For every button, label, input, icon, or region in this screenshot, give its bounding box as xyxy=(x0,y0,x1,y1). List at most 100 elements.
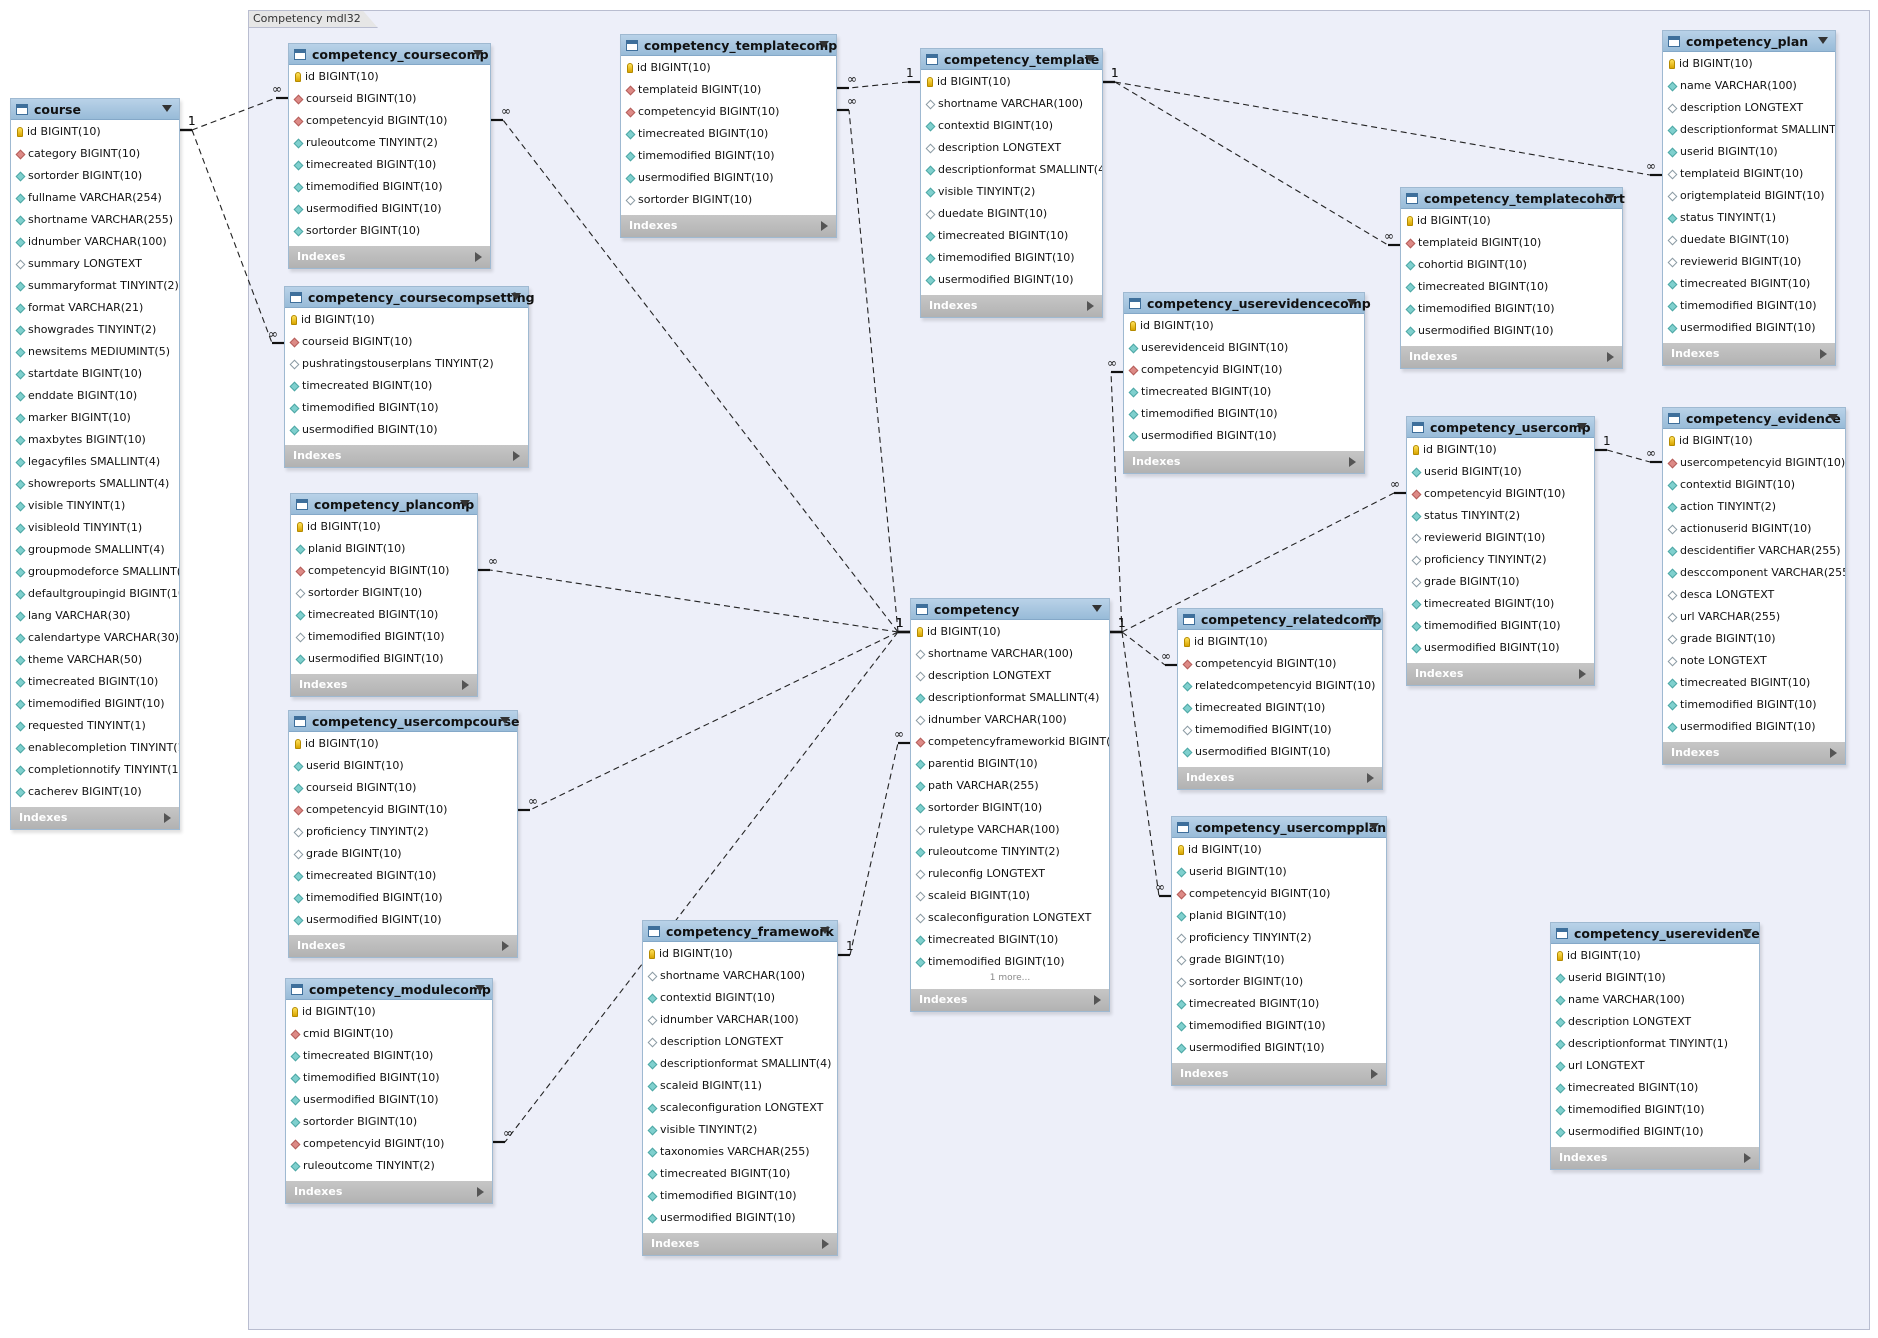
column-row[interactable]: usercompetencyid BIGINT(10) xyxy=(1663,452,1845,474)
column-row[interactable]: sortorder BIGINT(10) xyxy=(911,797,1109,819)
column-row[interactable]: courseid BIGINT(10) xyxy=(289,88,490,110)
collapse-toggle-icon[interactable] xyxy=(1085,55,1095,62)
relationship-competency-usercompcourse[interactable]: 1∞ xyxy=(518,616,910,812)
column-row[interactable]: scaleconfiguration LONGTEXT xyxy=(911,907,1109,929)
column-row[interactable]: showreports SMALLINT(4) xyxy=(11,473,179,495)
column-row[interactable]: timecreated BIGINT(10) xyxy=(1178,697,1382,719)
column-row[interactable]: timecreated BIGINT(10) xyxy=(289,865,517,887)
indexes-section[interactable]: Indexes xyxy=(921,295,1102,317)
column-row[interactable]: id BIGINT(10) xyxy=(11,121,179,143)
column-row[interactable]: id BIGINT(10) xyxy=(289,66,490,88)
collapse-toggle-icon[interactable] xyxy=(1742,929,1752,936)
column-row[interactable]: parentid BIGINT(10) xyxy=(911,753,1109,775)
column-row[interactable]: timecreated BIGINT(10) xyxy=(286,1045,492,1067)
column-row[interactable]: sortorder BIGINT(10) xyxy=(11,165,179,187)
relationship-competency-templatecomp[interactable]: 1∞ xyxy=(837,94,910,634)
column-row[interactable]: usermodified BIGINT(10) xyxy=(289,909,517,931)
column-row[interactable]: usermodified BIGINT(10) xyxy=(1178,741,1382,763)
column-row[interactable]: templateid BIGINT(10) xyxy=(621,79,836,101)
column-row[interactable]: contextid BIGINT(10) xyxy=(921,115,1102,137)
column-row[interactable]: competencyid BIGINT(10) xyxy=(621,101,836,123)
column-row[interactable]: proficiency TINYINT(2) xyxy=(1172,927,1386,949)
column-row[interactable]: grade BIGINT(10) xyxy=(1407,571,1594,593)
column-row[interactable]: calendartype VARCHAR(30) xyxy=(11,627,179,649)
column-row[interactable]: timecreated BIGINT(10) xyxy=(1663,672,1845,694)
column-row[interactable]: summary LONGTEXT xyxy=(11,253,179,275)
expand-arrow-icon[interactable] xyxy=(475,252,482,262)
column-row[interactable]: description LONGTEXT xyxy=(911,665,1109,687)
column-row[interactable]: timecreated BIGINT(10) xyxy=(1407,593,1594,615)
column-row[interactable]: name VARCHAR(100) xyxy=(1551,989,1759,1011)
expand-arrow-icon[interactable] xyxy=(1087,301,1094,311)
column-row[interactable]: competencyid BIGINT(10) xyxy=(1124,359,1364,381)
column-row[interactable]: timemodified BIGINT(10) xyxy=(1172,1015,1386,1037)
indexes-section[interactable]: Indexes xyxy=(1663,742,1845,764)
column-row[interactable]: cmid BIGINT(10) xyxy=(286,1023,492,1045)
column-row[interactable]: idnumber VARCHAR(100) xyxy=(643,1009,837,1031)
column-row[interactable]: marker BIGINT(10) xyxy=(11,407,179,429)
column-row[interactable]: reviewerid BIGINT(10) xyxy=(1663,251,1835,273)
column-row[interactable]: scaleconfiguration LONGTEXT xyxy=(643,1097,837,1119)
column-row[interactable]: groupmodeforce SMALLINT(4) xyxy=(11,561,179,583)
column-row[interactable]: templateid BIGINT(10) xyxy=(1663,163,1835,185)
column-row[interactable]: usermodified BIGINT(10) xyxy=(1172,1037,1386,1059)
column-row[interactable]: timemodified BIGINT(10) xyxy=(285,397,528,419)
collapse-toggle-icon[interactable] xyxy=(162,105,172,112)
relationship-competency-usercomp[interactable]: 1∞ xyxy=(1110,477,1406,634)
column-row[interactable]: desca LONGTEXT xyxy=(1663,584,1845,606)
column-row[interactable]: id BIGINT(10) xyxy=(1401,210,1622,232)
column-row[interactable]: usermodified BIGINT(10) xyxy=(1551,1121,1759,1143)
column-row[interactable]: usermodified BIGINT(10) xyxy=(286,1089,492,1111)
column-row[interactable]: ruleconfig LONGTEXT xyxy=(911,863,1109,885)
indexes-section[interactable]: Indexes xyxy=(1407,663,1594,685)
column-row[interactable]: duedate BIGINT(10) xyxy=(921,203,1102,225)
column-row[interactable]: courseid BIGINT(10) xyxy=(289,777,517,799)
column-row[interactable]: id BIGINT(10) xyxy=(285,309,528,331)
column-row[interactable]: courseid BIGINT(10) xyxy=(285,331,528,353)
column-row[interactable]: usermodified BIGINT(10) xyxy=(285,419,528,441)
column-row[interactable]: format VARCHAR(21) xyxy=(11,297,179,319)
column-row[interactable]: id BIGINT(10) xyxy=(291,516,477,538)
column-row[interactable]: enablecompletion TINYINT(1) xyxy=(11,737,179,759)
column-row[interactable]: proficiency TINYINT(2) xyxy=(1407,549,1594,571)
indexes-section[interactable]: Indexes xyxy=(289,246,490,268)
column-row[interactable]: url VARCHAR(255) xyxy=(1663,606,1845,628)
column-row[interactable]: timemodified BIGINT(10) xyxy=(1663,295,1835,317)
column-row[interactable]: id BIGINT(10) xyxy=(1172,839,1386,861)
column-row[interactable]: id BIGINT(10) xyxy=(1178,631,1382,653)
indexes-section[interactable]: Indexes xyxy=(1172,1063,1386,1085)
table-header[interactable]: competency_plan xyxy=(1663,31,1835,52)
column-row[interactable]: id BIGINT(10) xyxy=(643,943,837,965)
indexes-section[interactable]: Indexes xyxy=(1401,346,1622,368)
column-row[interactable]: id BIGINT(10) xyxy=(921,71,1102,93)
column-row[interactable]: descriptionformat SMALLINT(4) xyxy=(911,687,1109,709)
column-row[interactable]: pushratingstouserplans TINYINT(2) xyxy=(285,353,528,375)
column-row[interactable]: visibleold TINYINT(1) xyxy=(11,517,179,539)
column-row[interactable]: shortname VARCHAR(100) xyxy=(921,93,1102,115)
column-row[interactable]: timemodified BIGINT(10) xyxy=(291,626,477,648)
table-header[interactable]: competency_coursecomp xyxy=(289,44,490,65)
column-row[interactable]: timemodified BIGINT(10) xyxy=(1124,403,1364,425)
column-row[interactable]: timemodified BIGINT(10) xyxy=(621,145,836,167)
column-row[interactable]: sortorder BIGINT(10) xyxy=(1172,971,1386,993)
expand-arrow-icon[interactable] xyxy=(502,941,509,951)
column-row[interactable]: idnumber VARCHAR(100) xyxy=(11,231,179,253)
column-row[interactable]: timecreated BIGINT(10) xyxy=(643,1163,837,1185)
column-row[interactable]: cohortid BIGINT(10) xyxy=(1401,254,1622,276)
column-row[interactable]: completionnotify TINYINT(1) xyxy=(11,759,179,781)
column-row[interactable]: duedate BIGINT(10) xyxy=(1663,229,1835,251)
column-row[interactable]: fullname VARCHAR(254) xyxy=(11,187,179,209)
indexes-section[interactable]: Indexes xyxy=(911,989,1109,1011)
table-header[interactable]: competency_modulecomp xyxy=(286,979,492,1000)
expand-arrow-icon[interactable] xyxy=(462,680,469,690)
indexes-section[interactable]: Indexes xyxy=(286,1181,492,1203)
more-columns-label[interactable]: 1 more... xyxy=(989,973,1031,983)
column-row[interactable]: newsitems MEDIUMINT(5) xyxy=(11,341,179,363)
column-row[interactable]: timemodified BIGINT(10) xyxy=(1551,1099,1759,1121)
column-row[interactable]: grade BIGINT(10) xyxy=(1663,628,1845,650)
